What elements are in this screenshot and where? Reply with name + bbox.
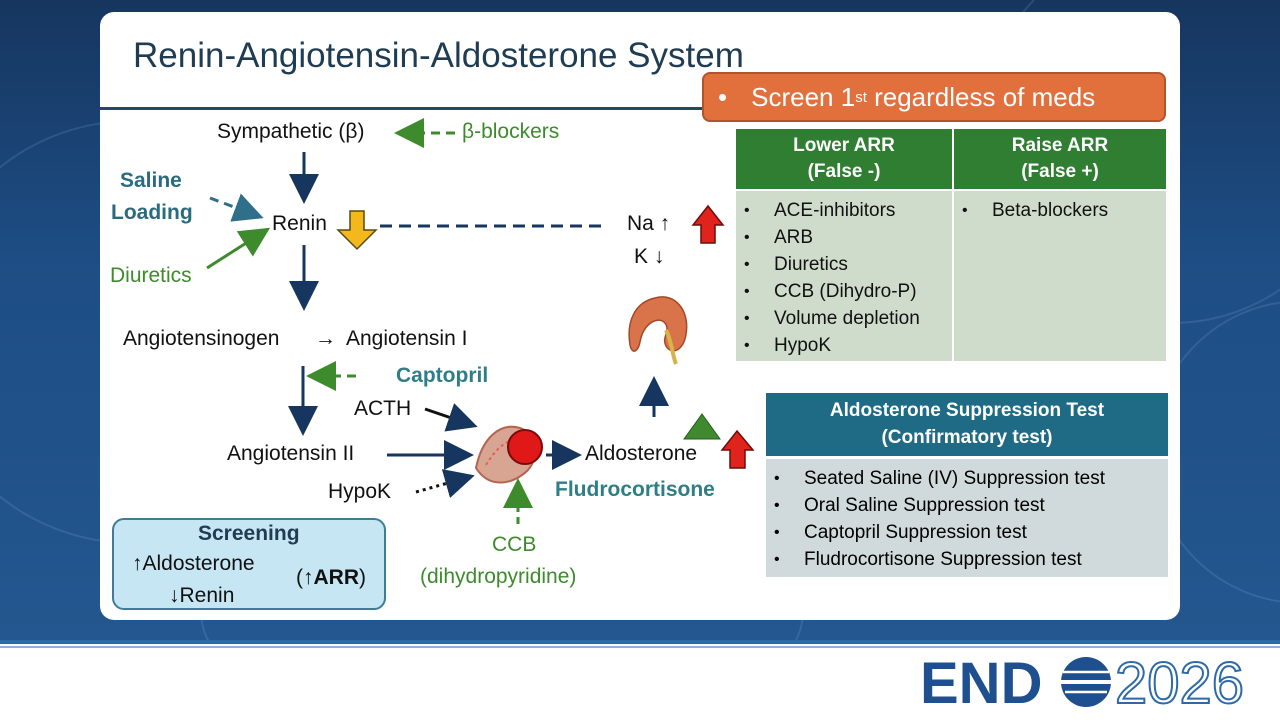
list-item: Diuretics xyxy=(736,251,952,278)
list-item: HypoK xyxy=(736,332,952,359)
label-beta-blockers: β-blockers xyxy=(462,120,560,143)
list-item: Oral Saline Suppression test xyxy=(766,492,1168,519)
list-item: Seated Saline (IV) Suppression test xyxy=(766,465,1168,492)
label-na: Na ↑ xyxy=(627,212,671,235)
screening-suffix-post: ) xyxy=(359,566,366,589)
aldosterone-up-red-arrow-icon xyxy=(720,429,755,469)
label-angiotensinogen: Angiotensinogen xyxy=(123,327,280,350)
list-item: Fludrocortisone Suppression test xyxy=(766,546,1168,573)
arr-raise-cell: Beta-blockers xyxy=(952,189,1168,363)
arr-header-lower-line2: (False -) xyxy=(807,161,881,182)
label-k: K ↓ xyxy=(634,245,665,268)
screening-arr-ratio: (↑ARR) xyxy=(296,566,366,590)
arrow-diuretics xyxy=(206,227,271,270)
label-conversion-arrow: → xyxy=(315,327,336,350)
arrow-hypok-dotted xyxy=(415,469,475,498)
screening-denominator: ↓Renin xyxy=(169,584,235,607)
screen-note-bullet: • xyxy=(718,81,728,112)
label-fludrocortisone: Fludrocortisone xyxy=(555,478,715,501)
label-acth: ACTH xyxy=(354,397,412,420)
kidney-icon xyxy=(628,296,688,365)
suppression-title: Aldosterone Suppression Test xyxy=(829,400,1105,421)
fludrocortisone-triangle-icon xyxy=(683,413,721,440)
label-sympathetic: Sympathetic (β) xyxy=(217,120,365,143)
renin-down-arrow-icon xyxy=(336,210,378,251)
list-item: Captopril Suppression test xyxy=(766,519,1168,546)
list-item: ARB xyxy=(736,224,952,251)
arrow-saline-loading-dashed xyxy=(209,193,264,222)
page-title: Renin-Angiotensin-Aldosterone System xyxy=(133,36,744,75)
logo-brand-text: END xyxy=(920,652,1042,712)
arr-header-raise: Raise ARR (False +) xyxy=(952,127,1168,191)
label-dihydropyridine: (dihydropyridine) xyxy=(420,565,577,588)
arr-lower-cell: ACE-inhibitors ARB Diuretics CCB (Dihydr… xyxy=(734,189,954,363)
label-diuretics: Diuretics xyxy=(110,264,192,287)
footer-stripe-light xyxy=(0,646,1280,648)
list-item: Beta-blockers xyxy=(954,197,1166,224)
label-saline: Saline xyxy=(120,169,182,192)
label-renin: Renin xyxy=(272,212,327,235)
adrenal-tumor-icon xyxy=(507,429,543,465)
label-loading: Loading xyxy=(111,201,193,224)
na-up-red-arrow-icon xyxy=(691,204,725,244)
label-aldosterone: Aldosterone xyxy=(585,442,698,465)
endo-2026-logo: END 2026 xyxy=(920,652,1245,712)
label-hypok: HypoK xyxy=(328,480,392,503)
arr-header-raise-line2: (False +) xyxy=(1021,161,1099,182)
label-angiotensin-2: Angiotensin II xyxy=(227,442,355,465)
screening-suffix-bold: ARR xyxy=(313,566,360,589)
suppression-subtitle: (Confirmatory test) xyxy=(881,427,1053,448)
suppression-test-list: Seated Saline (IV) Suppression test Oral… xyxy=(766,459,1168,577)
arr-header-lower: Lower ARR (False -) xyxy=(734,127,954,191)
globe-icon xyxy=(1061,657,1111,707)
suppression-test-box: Aldosterone Suppression Test (Confirmato… xyxy=(766,393,1168,577)
screening-numerator: ↑Aldosterone xyxy=(132,552,255,575)
screen-note-text-post: regardless of meds xyxy=(866,81,1096,112)
logo-year-text: 2026 xyxy=(1115,652,1244,712)
label-angiotensin-1: Angiotensin I xyxy=(346,327,468,350)
screen-note-superscript: st xyxy=(855,88,867,106)
arr-header-raise-line1: Raise ARR xyxy=(1011,135,1109,156)
label-captopril: Captopril xyxy=(396,364,489,387)
suppression-test-header: Aldosterone Suppression Test (Confirmato… xyxy=(766,393,1168,456)
screening-suffix-pre: (↑ xyxy=(296,566,314,589)
list-item: ACE-inhibitors xyxy=(736,197,952,224)
screening-box xyxy=(112,518,386,610)
screen-note-text-pre: Screen 1 xyxy=(751,81,856,112)
label-ccb: CCB xyxy=(492,533,537,556)
list-item: CCB (Dihydro-P) xyxy=(736,278,952,305)
arrow-acth xyxy=(424,403,478,432)
screening-title: Screening xyxy=(198,522,300,545)
arr-table: Lower ARR (False -) Raise ARR (False +) … xyxy=(734,127,1168,363)
title-divider xyxy=(100,107,710,110)
footer-stripe xyxy=(0,640,1280,644)
arr-header-lower-line1: Lower ARR xyxy=(793,135,895,156)
list-item: Volume depletion xyxy=(736,305,952,332)
